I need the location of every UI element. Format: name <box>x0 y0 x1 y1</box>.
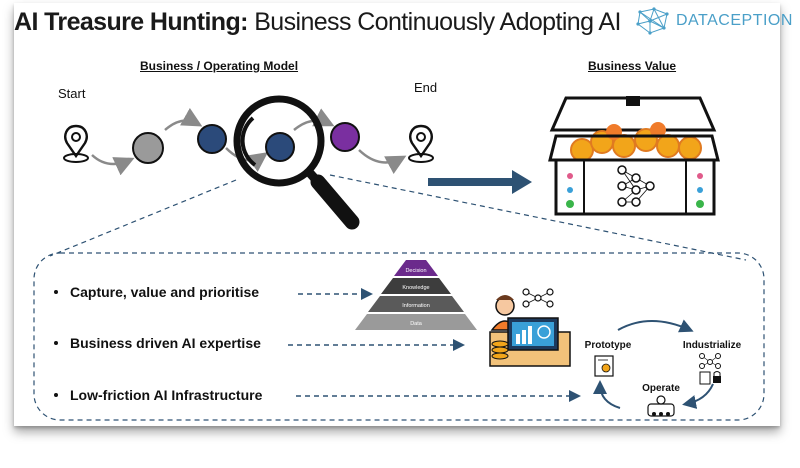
pyramid-label-knowledge: Knowledge <box>402 285 429 291</box>
treasure-chest-icon <box>548 96 720 216</box>
pyramid-level-information <box>368 296 464 312</box>
process-node-purple <box>330 122 360 152</box>
flow-arrow <box>358 149 407 174</box>
start-pin-icon <box>63 124 89 163</box>
bullet-dot <box>54 290 58 294</box>
bullet-capture: Capture, value and prioritise <box>70 284 260 300</box>
bullet-expertise: Business driven AI expertise <box>70 335 261 351</box>
pyramid-level-decision <box>394 260 438 276</box>
brand-name: DATACEPTION <box>676 12 793 29</box>
start-label: Start <box>58 86 86 101</box>
process-node-navy <box>197 124 227 154</box>
flow-arrow <box>91 154 135 176</box>
cycle-label-prototype: Prototype <box>585 340 632 351</box>
cycle-arrow-top <box>617 319 694 333</box>
process-node-grey <box>132 132 164 164</box>
pyramid-level-knowledge <box>381 278 451 294</box>
zoom-line-right <box>329 174 747 261</box>
flow-arrow <box>164 107 203 131</box>
zoom-line-left <box>49 179 237 257</box>
prototype-icon <box>594 355 614 377</box>
flow-arrow <box>225 147 269 172</box>
flow-arrow <box>293 108 335 131</box>
title-bold: AI Treasure Hunting: <box>14 8 248 36</box>
end-label: End <box>414 80 438 95</box>
bullet-infrastructure: Low-friction AI Infrastructure <box>70 387 263 403</box>
brand-logo: DATACEPTION <box>634 6 793 36</box>
page-title: AI Treasure Hunting: Business Continuous… <box>14 8 621 37</box>
operating-model-heading: Business / Operating Model <box>140 59 299 73</box>
bullet-dot <box>54 341 58 345</box>
operate-icon <box>647 395 675 417</box>
pyramid-label-decision: Decision <box>405 268 426 274</box>
industrialize-icon <box>699 353 721 385</box>
cycle-label-operate: Operate <box>642 383 680 394</box>
cycle-label-industrialize: Industrialize <box>683 340 742 351</box>
end-pin-icon <box>408 124 434 163</box>
process-node-navy-magnified <box>265 132 295 162</box>
network-globe-icon <box>634 6 672 36</box>
title-rest: Business Continuously Adopting AI <box>247 8 621 36</box>
ai-expert-desk-icon <box>489 288 571 367</box>
cycle-arrow-left <box>593 380 621 409</box>
pyramid-label-information: Information <box>402 303 430 309</box>
pyramid-level-data <box>355 314 477 330</box>
business-value-heading: Business Value <box>588 59 677 73</box>
scope-region <box>33 252 765 421</box>
pyramid-diagram <box>355 260 477 330</box>
pyramid-label-data: Data <box>410 321 423 327</box>
bullet-dot <box>54 393 58 397</box>
cycle-arrow-right <box>682 383 714 409</box>
magnifying-glass-icon <box>233 95 360 230</box>
value-arrow <box>428 170 532 194</box>
